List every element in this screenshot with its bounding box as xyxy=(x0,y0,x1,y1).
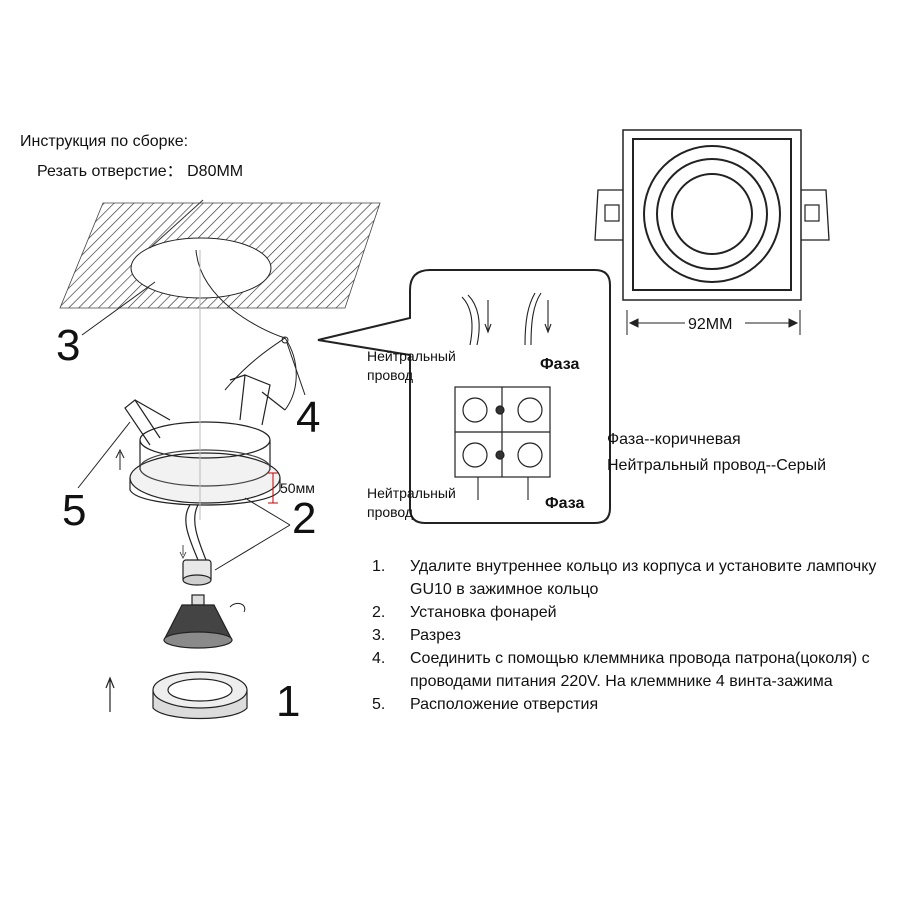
step-item: 2. Установка фонарей xyxy=(372,601,892,624)
phase-color-note: Фаза--коричневая xyxy=(607,431,741,448)
height-dimension: 50мм xyxy=(268,472,315,504)
callout-4: 4 xyxy=(286,342,320,442)
ceiling-panel xyxy=(59,199,381,309)
callout-number-1: 1 xyxy=(276,677,300,726)
wiring-detail-box xyxy=(317,269,611,524)
phase-bottom-label: Фаза xyxy=(545,495,584,512)
step-text: Соединить с помощью клеммника провода па… xyxy=(410,650,870,690)
cut-hole-label: Резать отверстие： D80MM xyxy=(37,163,243,180)
callout-1: 1 xyxy=(105,676,300,726)
width-label: 92MM xyxy=(688,316,732,333)
step-text: Расположение отверстия xyxy=(410,696,599,713)
step-item: 3. Разрез xyxy=(372,624,892,647)
phase-top-label: Фаза xyxy=(540,356,579,373)
lamp-cable xyxy=(179,504,207,561)
callout-5: 5 xyxy=(62,421,131,535)
callout-number-3: 3 xyxy=(56,321,80,370)
top-view-fixture xyxy=(594,129,830,301)
lamp-socket xyxy=(182,559,212,586)
step-number: 4. xyxy=(372,650,386,667)
callout-number-2: 2 xyxy=(292,494,316,543)
power-wires xyxy=(195,249,297,411)
step-number: 5. xyxy=(372,696,386,713)
wire-color-legend: Фаза--коричневая Нейтральный провод--Сер… xyxy=(607,427,826,479)
step-text: Удалите внутреннее кольцо из корпуса и у… xyxy=(410,558,877,598)
downlight-housing xyxy=(124,374,286,506)
callout-number-5: 5 xyxy=(62,486,86,535)
width-dimension xyxy=(626,310,801,335)
step-text: Разрез xyxy=(410,627,461,644)
height-label: 50мм xyxy=(280,480,315,496)
assembly-steps: 1. Удалите внутреннее кольцо из корпуса и… xyxy=(372,555,892,716)
neutral-color-note: Нейтральный провод--Серый xyxy=(607,457,827,474)
step-number: 2. xyxy=(372,604,386,621)
callout-3: 3 xyxy=(56,281,156,370)
callout-number-4: 4 xyxy=(296,393,320,442)
step-item: 4. Соединить с помощью клеммника провода … xyxy=(372,647,892,693)
gu10-bulb xyxy=(163,594,246,649)
step-number: 3. xyxy=(372,627,386,644)
instruction-title: Инструкция по сборке: xyxy=(20,133,188,150)
inner-ring xyxy=(152,671,248,720)
step-number: 1. xyxy=(372,558,386,575)
step-item: 5. Расположение отверстия xyxy=(372,693,892,716)
step-text: Установка фонарей xyxy=(410,604,557,621)
callout-2: 2 xyxy=(214,494,316,571)
step-item: 1. Удалите внутреннее кольцо из корпуса и… xyxy=(372,555,892,601)
